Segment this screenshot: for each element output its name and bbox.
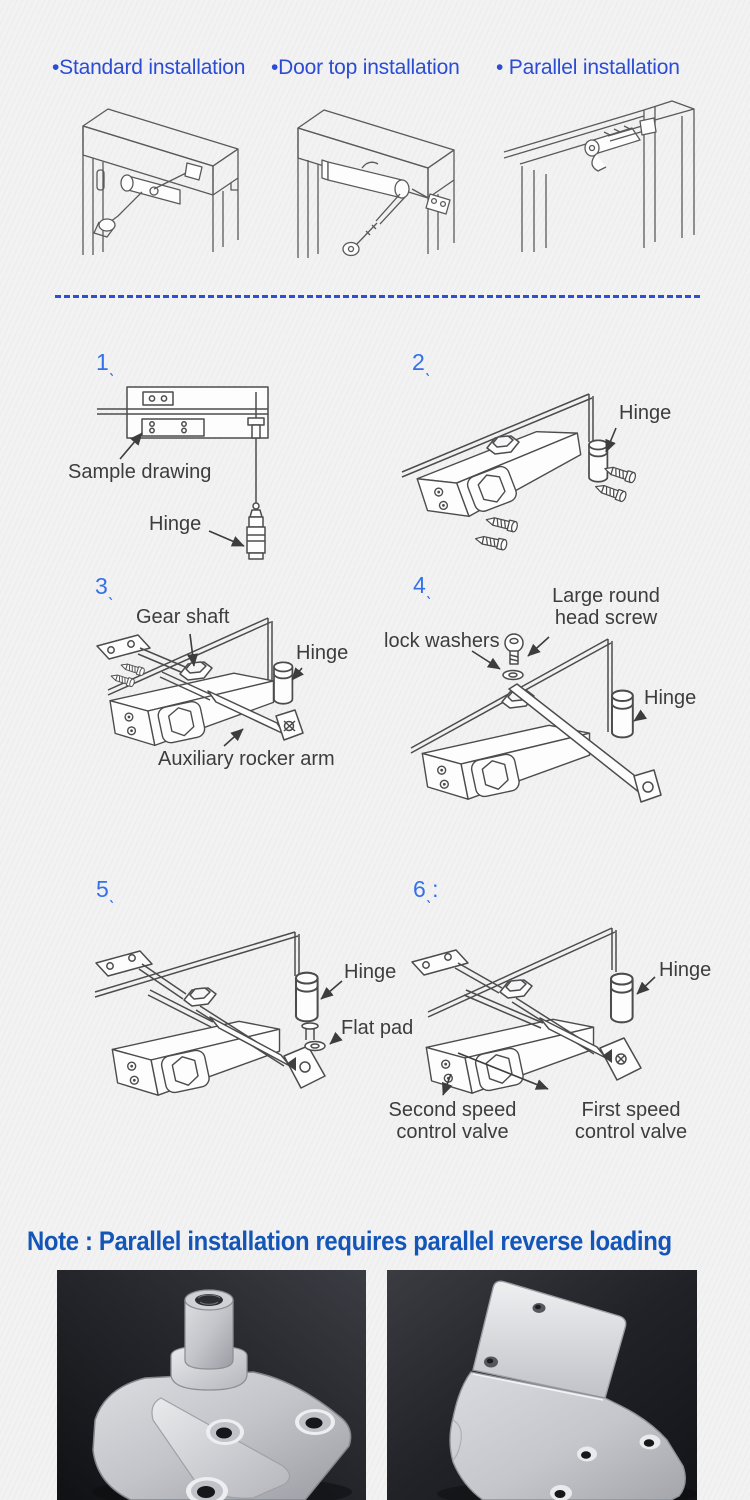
step-6-drawing <box>411 927 656 1096</box>
l-shaped-bracket-photo <box>387 1270 697 1500</box>
label-hinge-step1: Hinge <box>149 513 202 535</box>
header-door-top-installation: •Door top installation <box>271 56 460 79</box>
header-parallel-installation: • Parallel installation <box>496 56 680 79</box>
door-top-installation-drawing <box>297 109 455 258</box>
parallel-bracket-plate-photo <box>57 1270 366 1500</box>
label-first-speed-control-valve: First speed control valve <box>574 1099 688 1144</box>
step-4-number: 4ˎ <box>413 572 433 600</box>
header-standard-installation: •Standard installation <box>52 56 246 79</box>
step-5-drawing <box>94 931 343 1096</box>
label-lock-washers: lock washers <box>384 630 500 652</box>
label-sample-drawing: Sample drawing <box>68 461 212 483</box>
step-2-number: 2ˎ <box>412 349 432 377</box>
step-3-number: 3ˎ <box>95 573 115 601</box>
step-4-drawing <box>410 633 662 803</box>
step-1-drawing <box>97 386 269 560</box>
label-second-speed-control-valve: Second speed control valve <box>388 1099 517 1144</box>
parallel-installation-note: Note : Parallel installation requires pa… <box>27 1226 672 1256</box>
label-large-round-head-screw: Large round head screw <box>552 585 660 630</box>
dashed-divider <box>55 295 700 298</box>
label-hinge-step6: Hinge <box>659 959 712 981</box>
step-1-number: 1ˎ <box>96 349 116 377</box>
parallel-installation-drawing <box>503 100 695 252</box>
standard-installation-drawing <box>82 108 239 255</box>
label-hinge-step2: Hinge <box>619 402 672 424</box>
label-auxiliary-rocker-arm: Auxiliary rocker arm <box>158 748 335 770</box>
installation-steps-drawings <box>94 386 662 1096</box>
label-hinge-step4: Hinge <box>644 687 697 709</box>
step-5-number: 5ˎ <box>96 876 116 904</box>
label-flat-pad: Flat pad <box>341 1017 414 1039</box>
step-6-number: 6ˎ: <box>413 876 439 904</box>
step-2-drawing <box>401 393 638 552</box>
label-hinge-step5: Hinge <box>344 961 397 983</box>
step-3-drawing <box>96 617 304 747</box>
label-gear-shaft: Gear shaft <box>136 606 230 628</box>
label-hinge-step3: Hinge <box>296 642 349 664</box>
